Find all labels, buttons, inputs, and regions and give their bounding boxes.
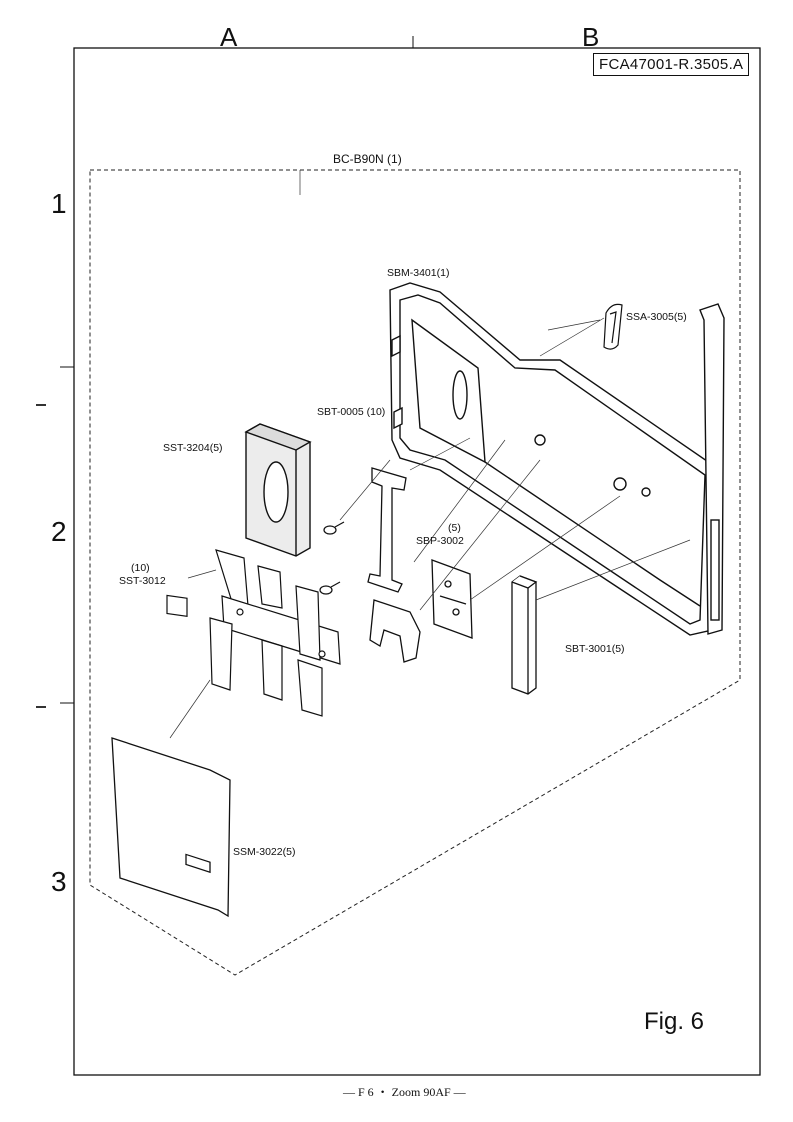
leader-lines xyxy=(169,170,691,739)
row-label-2: 2 xyxy=(51,516,67,547)
contact-block xyxy=(369,599,421,663)
assembly-boundary xyxy=(89,169,741,976)
plate-ssm-3022 xyxy=(111,737,231,918)
spring-sheet xyxy=(209,549,341,717)
figure-label: Fig. 6 xyxy=(644,1008,705,1035)
page-footer: — F 6 ・ Zoom 90AF — xyxy=(343,1085,466,1099)
part-label-ssm-3022: SSM-3022(5) xyxy=(233,846,296,858)
column-label-a: A xyxy=(220,22,238,52)
stick-sbt-3001 xyxy=(511,575,538,695)
page-frame xyxy=(73,47,761,1076)
part-label-sbm-3401: SBM-3401(1) xyxy=(387,267,450,279)
document-id: FCA47001-R.3505.A xyxy=(593,53,750,76)
part-label-sst-3204: SST-3204(5) xyxy=(163,442,223,454)
screws-sbt-0005 xyxy=(319,521,345,595)
part-label-sbt-3001: SBT-3001(5) xyxy=(565,643,625,655)
pad-sst-3012 xyxy=(166,594,188,617)
cap-ssa-3005 xyxy=(603,303,623,350)
row-label-1: 1 xyxy=(51,188,67,219)
row-label-3: 3 xyxy=(51,866,67,897)
contact-plate xyxy=(431,559,473,639)
part-label-sst-3012: SST-3012 xyxy=(119,575,166,587)
part-label-sbp-3002-qty: (5) xyxy=(448,522,461,534)
part-label-sbt-0005: SBT-0005 (10) xyxy=(317,406,386,418)
assembly-label: BC-B90N (1) xyxy=(333,152,402,166)
foam-sst-3204 xyxy=(244,423,312,557)
case-sbm-3401 xyxy=(389,282,725,636)
column-label-b: B xyxy=(582,22,600,52)
bracket-sbp-3002 xyxy=(367,467,407,593)
part-label-sst-3012-qty: (10) xyxy=(131,562,150,574)
part-label-ssa-3005: SSA-3005(5) xyxy=(626,311,687,323)
part-label-sbp-3002: SBP-3002 xyxy=(416,535,464,547)
